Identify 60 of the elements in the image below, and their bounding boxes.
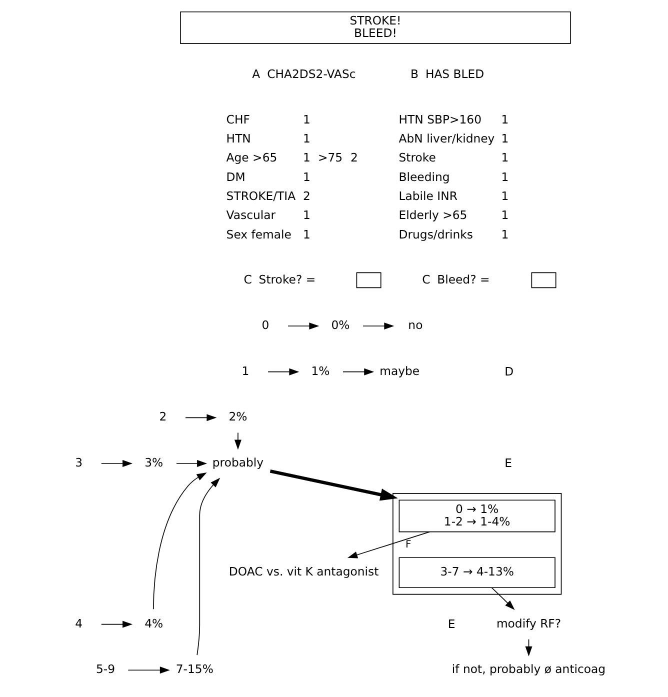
label: AbN liver/kidney: [398, 131, 495, 146]
node-text: 0%: [331, 318, 350, 332]
label: C: [244, 272, 252, 287]
label: CHF: [226, 112, 250, 126]
node-text: DOAC vs. vit K antagonist: [228, 564, 379, 579]
node-text: 3%: [144, 456, 164, 470]
label: Drugs/drinks: [398, 227, 473, 242]
label: Sex female: [226, 227, 292, 242]
label: >75: [318, 150, 343, 165]
label: Bleed? =: [437, 272, 490, 287]
label: Bleeding: [398, 170, 450, 184]
label: 1: [302, 150, 310, 165]
label: B: [410, 66, 418, 81]
node-text: 1%: [311, 364, 330, 378]
label: 2: [350, 150, 358, 165]
node-text: 7-15%: [176, 662, 214, 676]
label: 1: [302, 227, 310, 242]
node-text: 0: [262, 318, 270, 332]
node-text: probably: [212, 456, 264, 470]
label: 1: [501, 170, 509, 184]
label: 1: [302, 131, 310, 146]
label: Stroke: [398, 150, 436, 165]
label: 1: [302, 208, 310, 222]
node-text: 5-9: [96, 662, 116, 676]
node-text: 2: [159, 410, 167, 424]
label: STROKE/TIA: [226, 188, 296, 203]
node-text: modify RF?: [496, 616, 562, 630]
node-text: maybe: [380, 364, 420, 378]
label: HTN: [226, 131, 251, 146]
node-text: 1: [242, 364, 250, 378]
label: 1: [302, 170, 310, 184]
label: Stroke? =: [258, 272, 316, 287]
label: 1: [501, 188, 509, 203]
label: DM: [226, 170, 246, 184]
label: 1: [501, 208, 509, 222]
label: Age >65: [226, 150, 278, 165]
label: Vascular: [226, 208, 276, 222]
node-text: 4: [75, 616, 83, 630]
label: Labile INR: [398, 188, 458, 203]
node-text: 3: [75, 456, 83, 470]
label: 1: [501, 227, 509, 242]
label: A: [252, 66, 260, 81]
label: 2: [302, 188, 310, 203]
label: 1: [302, 112, 310, 126]
label: D: [504, 364, 514, 378]
edge-label: F: [405, 539, 412, 550]
label: 1: [501, 150, 509, 165]
label: 1: [501, 131, 509, 146]
label: E: [448, 616, 456, 631]
label: Elderly >65: [398, 208, 468, 222]
node-text: 2%: [228, 410, 248, 424]
label: C: [422, 272, 430, 287]
label: HAS BLED: [425, 66, 484, 81]
node-text: 4%: [144, 616, 164, 630]
node-text: if not, probably ø anticoag: [452, 662, 606, 676]
node-text: no: [408, 318, 423, 332]
label: HTN SBP>160: [398, 112, 482, 126]
label: 1: [501, 112, 509, 126]
label: E: [504, 456, 512, 470]
label: CHA2DS2-VASc: [267, 66, 356, 81]
